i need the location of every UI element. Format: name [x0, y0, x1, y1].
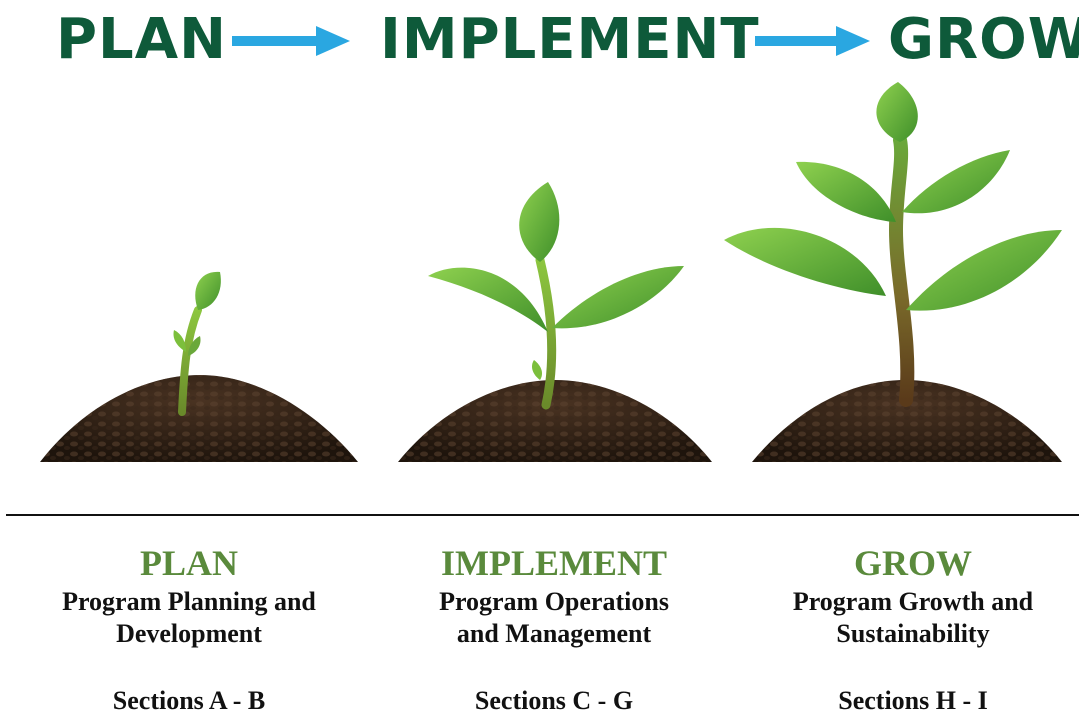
- phase-description-line1: Program Operations: [439, 587, 669, 616]
- young-plant-icon: [724, 82, 1062, 407]
- banner-word-implement: IMPLEMENT: [380, 7, 760, 72]
- phase-sections: Sections H - I: [838, 686, 988, 715]
- column-plan: PLAN Program Planning and Development Se…: [9, 540, 369, 715]
- section-divider: [6, 514, 1079, 516]
- phase-description-line1: Program Growth and: [792, 587, 1034, 616]
- plant-growth-illustration: [40, 82, 1062, 462]
- soil-mound-icon: [752, 380, 1062, 462]
- phase-description-line2: Sustainability: [836, 619, 990, 648]
- arrow-right-icon: [755, 26, 870, 56]
- banner: PLAN IMPLEMENT GROW: [0, 0, 1079, 80]
- soil-mound-icon: [398, 380, 712, 462]
- phase-title: IMPLEMENT: [440, 543, 667, 583]
- banner-word-grow: GROW: [888, 7, 1079, 72]
- phase-title: PLAN: [140, 543, 238, 583]
- phase-description-line2: and Management: [456, 619, 652, 648]
- column-implement: IMPLEMENT Program Operations and Managem…: [374, 540, 734, 715]
- column-grow: GROW Program Growth and Sustainability S…: [733, 540, 1079, 715]
- phase-sections: Sections C - G: [474, 686, 634, 715]
- banner-word-plan: PLAN: [56, 7, 227, 72]
- sprout-icon: [428, 182, 684, 410]
- phase-title: GROW: [853, 543, 972, 583]
- phase-description-line2: Development: [116, 619, 262, 648]
- seedling-icon: [173, 271, 221, 416]
- soil-mound-icon: [40, 375, 358, 462]
- arrow-right-icon: [232, 26, 350, 56]
- phase-sections: Sections A - B: [112, 686, 266, 715]
- phase-description-line1: Program Planning and: [62, 587, 316, 616]
